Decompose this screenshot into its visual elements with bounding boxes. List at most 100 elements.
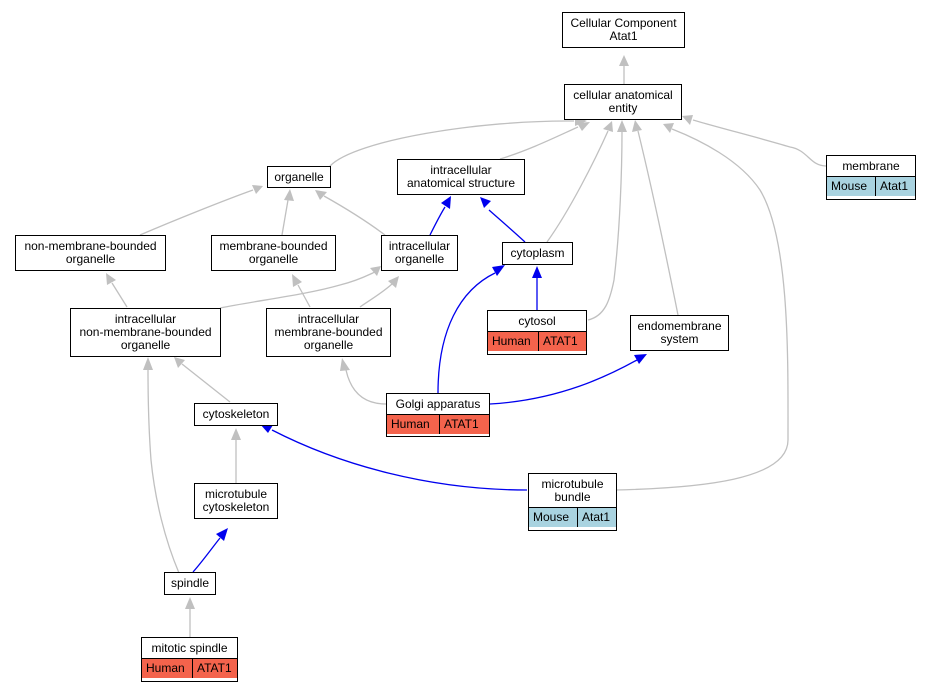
edge-nmbo-to-organelle	[139, 189, 254, 236]
node-label: non-membrane-bounded	[24, 239, 157, 253]
node-label: membrane-bounded	[274, 325, 383, 339]
annotation-row: Human ATAT1	[142, 658, 237, 678]
node-label: entity	[608, 101, 638, 115]
gene-cell: ATAT1	[538, 332, 582, 351]
node-label: microtubule	[541, 477, 604, 491]
edge-cytosol-to-cae	[587, 130, 623, 321]
node-cytosol[interactable]: cytosol Human ATAT1	[487, 310, 587, 355]
edge-imbo-to-io	[359, 283, 393, 308]
edge-mtbundle-part-of-cytoskeleton	[271, 429, 528, 491]
node-label: organelle	[274, 170, 324, 184]
node-label: microtubule	[204, 487, 268, 501]
edge-inmbo-to-io	[219, 271, 376, 309]
node-cytoskeleton[interactable]: cytoskeleton	[194, 403, 278, 426]
arrowhead	[480, 197, 491, 208]
node-label: system	[660, 332, 699, 346]
edge-golgi-part-of-endo	[489, 359, 638, 405]
gene-cell: Atat1	[875, 177, 912, 196]
arrowhead	[260, 424, 273, 433]
node-label: organelle	[65, 252, 116, 266]
node-label: organelle	[303, 338, 354, 352]
annotation-row: Mouse Atat1	[827, 176, 915, 196]
annotation-row: Human ATAT1	[488, 331, 586, 351]
node-label: spindle	[170, 576, 210, 590]
edge-inmbo-to-nmbo	[111, 282, 128, 308]
annotation-row: Human ATAT1	[387, 414, 489, 434]
edge-membrane-to-cae	[692, 119, 827, 167]
node-label: cytosol	[518, 314, 556, 328]
edge-io-to-organelle	[323, 195, 386, 236]
edge-mtbundle-to-cae	[615, 128, 789, 491]
node-label: cytoskeleton	[202, 500, 270, 514]
edge-imbo-to-mbo	[297, 284, 311, 308]
node-label: non-membrane-bounded	[79, 325, 212, 339]
edge-mbo-to-organelle	[281, 199, 289, 236]
arrowhead	[106, 273, 116, 285]
arrowhead	[216, 528, 228, 541]
node-spindle[interactable]: spindle	[164, 572, 216, 595]
arrowhead	[617, 120, 627, 132]
edge-endo-to-cae	[637, 130, 679, 316]
arrowhead	[185, 597, 195, 609]
node-label: endomembrane	[637, 319, 722, 333]
arrowhead	[143, 357, 153, 370]
arrowhead	[663, 123, 674, 133]
node-label: intracellular	[388, 239, 451, 253]
node-label: organelle	[248, 252, 299, 266]
node-label: mitotic spindle	[151, 641, 228, 655]
edge-cytoskeleton-to-inmbo	[181, 363, 231, 403]
arrowhead	[492, 265, 505, 276]
species-cell: Human	[391, 417, 430, 431]
node-label: membrane-bounded	[219, 239, 328, 253]
arrowhead	[441, 196, 451, 209]
node-label: organelle	[394, 252, 445, 266]
arrowhead	[634, 354, 647, 364]
species-cell: Mouse	[831, 179, 868, 193]
node-label: anatomical structure	[406, 176, 516, 190]
node-label: intracellular	[430, 163, 492, 177]
edge-cytoplasm-part-of-ias	[488, 209, 526, 243]
species-cell: Human	[492, 334, 531, 348]
arrowhead	[315, 190, 327, 200]
arrowhead	[532, 266, 542, 278]
arrowhead	[340, 358, 350, 371]
node-label: membrane	[842, 159, 900, 173]
gene-cell: Atat1	[577, 508, 614, 527]
edge-ias-to-cae	[499, 126, 579, 160]
arrowhead	[619, 55, 629, 66]
edge-golgi-to-imbo	[345, 369, 387, 405]
node-label: intracellular	[297, 312, 360, 326]
gene-cell: ATAT1	[439, 415, 483, 434]
arrowhead	[292, 274, 302, 287]
edge-io-part-of-ias	[429, 206, 446, 236]
edge-spindle-part-of-mtcyto	[192, 537, 221, 573]
edge-organelle-to-cae	[329, 120, 575, 167]
node-label: cytoplasm	[510, 246, 565, 260]
node-label: cytoskeleton	[202, 407, 270, 421]
gene-cell: ATAT1	[192, 659, 236, 678]
edge-cytoplasm-to-cae	[546, 130, 609, 243]
node-mitotic-spindle[interactable]: mitotic spindle Human ATAT1	[141, 637, 238, 682]
species-cell: Human	[146, 661, 185, 675]
arrowhead	[231, 428, 241, 440]
arrowhead	[632, 120, 642, 132]
node-organelle[interactable]: organelle	[267, 166, 331, 188]
node-cytoplasm[interactable]: cytoplasm	[502, 242, 573, 265]
node-membrane[interactable]: membrane Mouse Atat1	[826, 155, 916, 200]
edge-golgi-part-of-cytoplasm	[437, 272, 496, 394]
edge-spindle-to-inmbo	[147, 369, 180, 574]
node-label: bundle	[554, 490, 591, 504]
